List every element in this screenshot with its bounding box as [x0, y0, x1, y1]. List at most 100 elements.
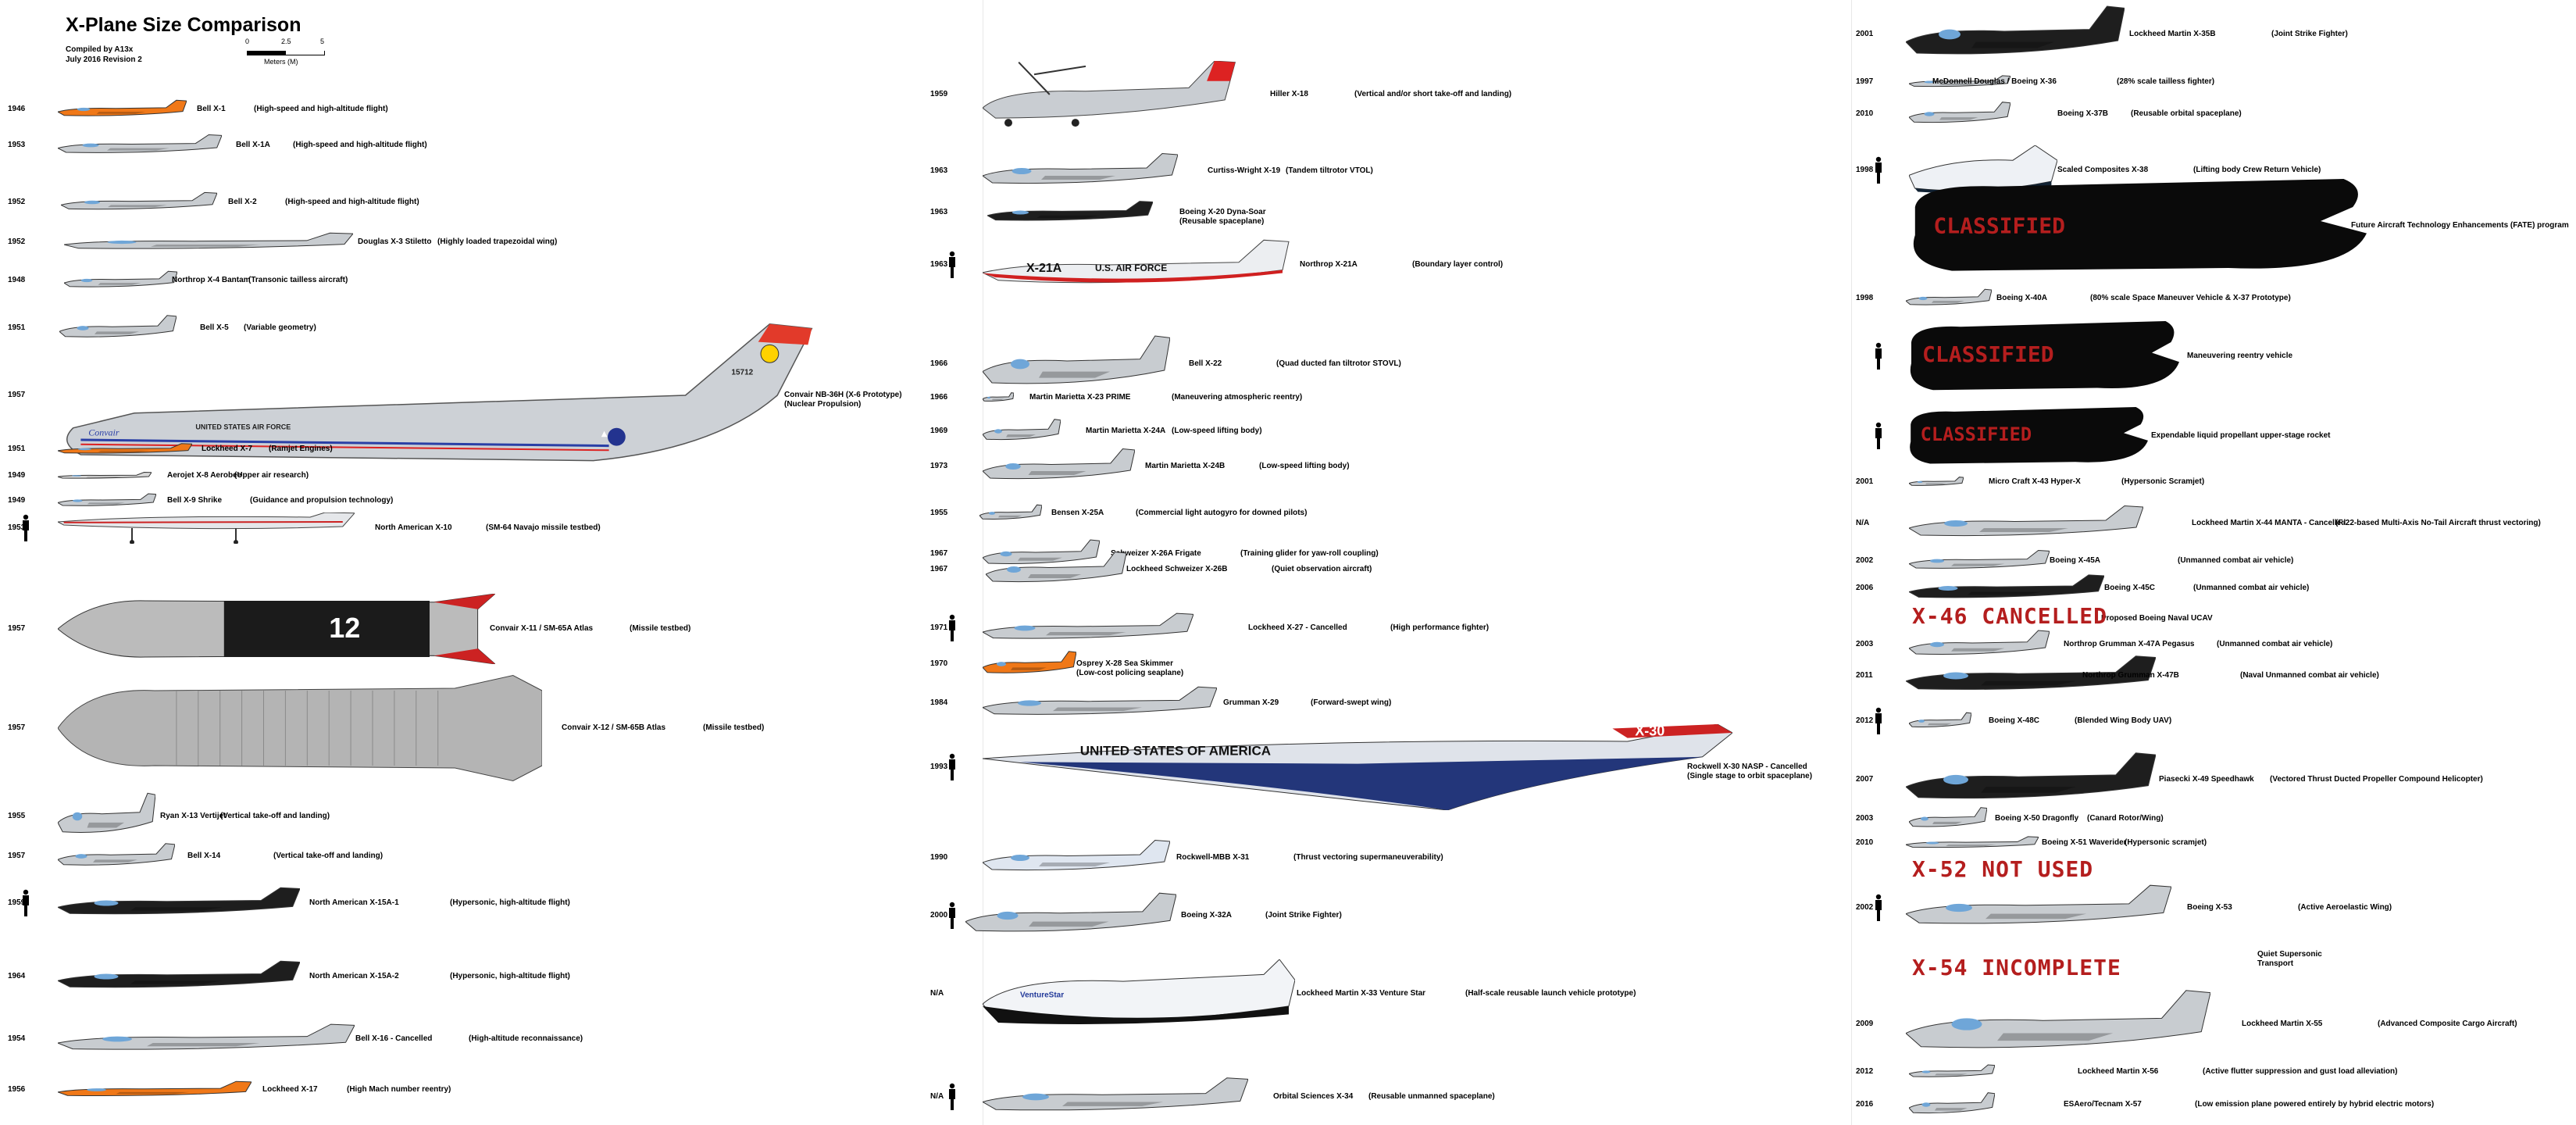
aircraft-illustration	[58, 887, 300, 915]
plane-year: 1954	[8, 1034, 26, 1043]
plane-name: Bell X-14	[187, 852, 220, 861]
plane-name-line: Boeing X-50 Dragonfly	[1995, 814, 2079, 823]
plane-year: 1984	[930, 698, 948, 707]
plane-year: 1967	[930, 565, 948, 573]
plane-name-line: Boeing X-45C	[2104, 584, 2156, 592]
plane-name: Grumman X-29	[1223, 698, 1279, 708]
aircraft-illustration	[1906, 836, 2039, 848]
plane-year: 1952	[8, 238, 26, 246]
x11-body-number: 12	[329, 612, 360, 644]
plane-name-line: Lockheed Martin X-55	[2242, 1020, 2323, 1028]
aircraft-illustration	[1909, 477, 1964, 486]
aircraft-illustration	[1909, 712, 1971, 727]
plane-name-line: Bell X-16 - Cancelled	[355, 1034, 433, 1043]
plane-name: Bell X-5	[200, 323, 229, 333]
plane-description: (High-speed and high-altitude flight)	[254, 105, 388, 113]
plane-name-line: Lockheed X-17	[262, 1085, 318, 1094]
plane-name: Douglas X-3 Stiletto	[358, 238, 431, 247]
aircraft-illustration	[58, 443, 192, 454]
credit-author: Compiled by A13x	[66, 45, 134, 54]
plane-name-line: (Single stage to orbit spaceplane)	[1687, 772, 1813, 780]
plane-year: 1957	[8, 852, 26, 860]
plane-name-line: Aerojet X-8 Aerobee	[167, 471, 242, 480]
scale-line	[247, 51, 325, 55]
plane-name-line: Rockwell-MBB X-31	[1176, 853, 1250, 862]
plane-year: 2000	[930, 911, 948, 920]
aircraft-illustration	[64, 270, 177, 288]
plane-name: Micro Craft X-43 Hyper-X	[1989, 477, 2081, 487]
plane-year: 1963	[930, 208, 948, 216]
x30-fuselage-text: UNITED STATES OF AMERICA	[1080, 744, 1271, 759]
plane-name: Bell X-22	[1189, 359, 1222, 369]
aircraft-illustration	[1909, 1064, 1995, 1077]
plane-name-line: Scaled Composites X-38	[2057, 166, 2149, 174]
plane-year: 1959	[8, 898, 26, 907]
aircraft-illustration	[983, 419, 1061, 441]
plane-year: 2009	[1856, 1020, 1874, 1028]
plane-name-line: North American X-10	[375, 523, 452, 532]
human-scale-figure	[23, 514, 29, 541]
plane-year: 2012	[1856, 716, 1874, 725]
plane-description: Expendable liquid propellant upper-stage…	[2151, 431, 2331, 440]
plane-year: 2010	[1856, 838, 1874, 847]
plane-year: 1963	[930, 260, 948, 269]
aircraft-illustration	[983, 448, 1135, 480]
plane-description: (Thrust vectoring supermaneuverability)	[1293, 853, 1443, 862]
plane-name: Lockheed X-7	[202, 445, 252, 454]
plane-name: Boeing X-51 Waverider	[2042, 838, 2127, 848]
plane-name: Martin Marietta X-24A	[1086, 427, 1165, 436]
plane-name: Piasecki X-49 Speedhawk	[2159, 775, 2254, 784]
column-divider	[1851, 0, 1852, 1125]
plane-name: Curtiss-Wright X-19	[1208, 166, 1280, 176]
x30-tail-text: X-30	[1635, 724, 1664, 738]
plane-name-line: Martin Marietta X-24B	[1145, 462, 1226, 470]
x21-fuselage-text: U.S. AIR FORCE	[1095, 262, 1167, 273]
plane-name: Lockheed Martin X-35B	[2129, 30, 2216, 39]
plane-description: (High Mach number reentry)	[347, 1085, 451, 1094]
plane-name-line: (Nuclear Propulsion)	[784, 400, 862, 409]
plane-name-line: Martin Marietta X-23 PRIME	[1029, 393, 1131, 402]
plane-name-line: North American X-15A-2	[309, 972, 399, 980]
plane-year: 2003	[1856, 814, 1874, 823]
plane-year: N/A	[930, 989, 944, 998]
plane-year: 1964	[8, 972, 26, 980]
classified-label: CLASSIFIED	[1921, 423, 2032, 445]
aircraft-illustration	[1909, 574, 2104, 598]
plane-name-line: Martin Marietta X-24A	[1086, 427, 1166, 435]
plane-year: 2001	[1856, 30, 1874, 38]
plane-name-line: Bell X-9 Shrike	[167, 496, 223, 505]
aircraft-illustration	[1909, 807, 1987, 827]
plane-year: 2016	[1856, 1100, 1874, 1109]
aircraft-illustration	[983, 392, 1014, 402]
plane-name: Bell X-9 Shrike	[167, 496, 222, 505]
plane-name-line: Lockheed X-27 - Cancelled	[1248, 623, 1347, 632]
plane-name-line: (Low-cost policing seaplane)	[1076, 669, 1184, 677]
plane-name: Convair X-12 / SM-65B Atlas	[562, 723, 665, 733]
plane-description: (Hypersonic, high-altitude flight)	[450, 972, 570, 980]
plane-year: 1957	[8, 723, 26, 732]
plane-name-line: Curtiss-Wright X-19	[1208, 166, 1281, 175]
plane-name-line: Ryan X-13 Vertijet	[160, 812, 227, 820]
plane-name-line: Boeing X-51 Waverider	[2042, 838, 2127, 847]
aircraft-illustration: 12	[58, 594, 495, 664]
plane-year: 1963	[930, 166, 948, 175]
aircraft-illustration	[983, 612, 1193, 639]
human-scale-figure	[23, 889, 29, 916]
plane-description: (Active flutter suppression and gust loa…	[2203, 1067, 2398, 1076]
plane-description: (Advanced Composite Cargo Aircraft)	[2378, 1020, 2517, 1028]
plane-description: (Active Aeroelastic Wing)	[2298, 903, 2392, 912]
plane-name: Northrop Grumman X-47A Pegasus	[2064, 640, 2194, 649]
plane-description: (Low emission plane powered entirely by …	[2195, 1100, 2435, 1109]
plane-name: Schweizer X-26A Frigate	[1111, 549, 1201, 559]
aircraft-illustration	[58, 472, 152, 479]
plane-name: North American X-15A-1	[309, 898, 399, 908]
plane-name-line: Bell X-1	[197, 105, 226, 113]
plane-year: 2007	[1856, 775, 1874, 784]
plane-year: 1970	[930, 659, 948, 668]
aircraft-illustration	[1909, 505, 2143, 537]
plane-description: (Reusable unmanned spaceplane)	[1368, 1092, 1495, 1101]
aircraft-illustration	[58, 792, 155, 834]
aircraft-illustration	[983, 839, 1170, 871]
aircraft-illustration	[983, 335, 1170, 384]
